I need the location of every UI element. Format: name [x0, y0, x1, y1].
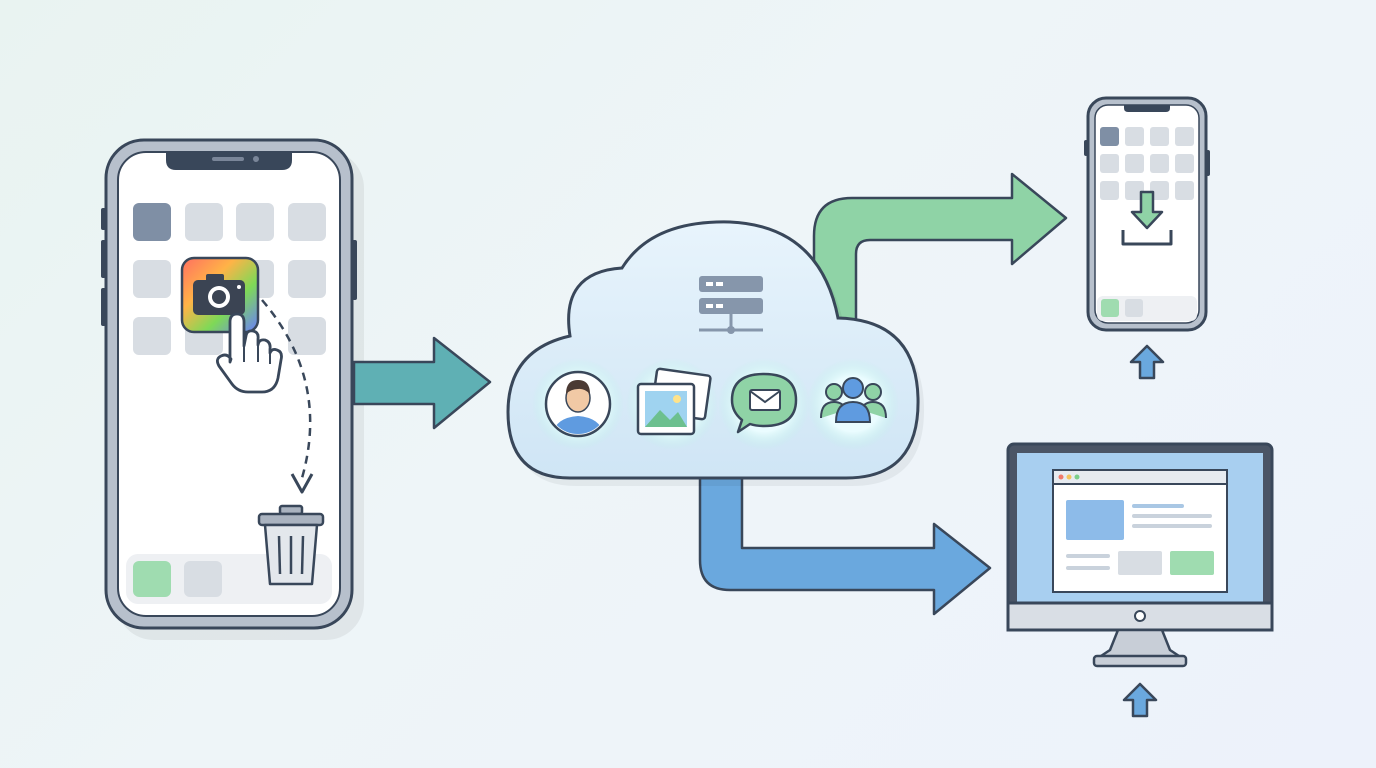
app-tile	[185, 203, 223, 241]
app-tile	[1125, 127, 1144, 146]
up-arrow-icon	[1129, 344, 1165, 380]
camera-app-icon	[180, 256, 260, 334]
app-tile	[1150, 154, 1169, 173]
app-tile	[1150, 127, 1169, 146]
cloud	[506, 220, 925, 487]
app-tile	[288, 317, 326, 355]
content-block	[1170, 551, 1214, 575]
app-tile	[133, 203, 171, 241]
arrow-cloud-to-monitor	[698, 468, 992, 616]
dock-tile	[184, 561, 222, 597]
browser-window	[1052, 469, 1228, 593]
dock-tile	[133, 561, 171, 597]
left-phone	[101, 138, 364, 640]
app-tile	[1175, 154, 1194, 173]
window-maximize-dot	[1074, 474, 1080, 480]
delete-arrowhead	[290, 473, 314, 494]
app-tile	[1150, 181, 1169, 200]
app-tile	[133, 260, 171, 298]
app-tile	[1100, 127, 1119, 146]
up-arrow-icon	[1122, 682, 1158, 718]
photos-icon	[636, 367, 712, 436]
window-close-dot	[1058, 474, 1064, 480]
arrow-cloud-to-phone	[812, 172, 1068, 322]
text-line	[1132, 504, 1184, 508]
app-tile	[1125, 154, 1144, 173]
dock-tile	[1101, 299, 1119, 317]
desktop-monitor	[1006, 442, 1274, 668]
right-phone-button	[1084, 140, 1088, 156]
app-tile	[1100, 154, 1119, 173]
dock-tile	[1125, 299, 1143, 317]
content-block	[1118, 551, 1162, 575]
app-tile	[236, 203, 274, 241]
trash-icon	[257, 504, 325, 586]
right-phone	[1084, 96, 1210, 332]
app-tile	[1175, 181, 1194, 200]
download-icon	[1121, 190, 1173, 246]
arrow-phone-to-cloud	[352, 336, 492, 430]
text-line	[1132, 524, 1212, 528]
hand-tap-icon	[216, 312, 283, 394]
text-line	[1066, 566, 1110, 570]
right-phone-button	[1206, 150, 1210, 176]
monitor-power-dot	[1134, 610, 1146, 622]
right-phone-dock	[1097, 296, 1197, 321]
monitor-base	[1092, 654, 1188, 668]
text-line	[1132, 514, 1212, 518]
app-tile	[133, 317, 171, 355]
app-tile	[288, 203, 326, 241]
left-phone-button	[101, 240, 106, 278]
app-tile	[288, 260, 326, 298]
right-phone-notch	[1124, 105, 1170, 112]
group-icon	[820, 377, 887, 423]
server-icon	[699, 276, 763, 334]
left-phone-button	[101, 208, 106, 230]
message-icon	[730, 372, 798, 434]
left-phone-speaker	[212, 157, 244, 161]
app-tile	[1100, 181, 1119, 200]
person-icon	[544, 370, 612, 438]
window-minimize-dot	[1066, 474, 1072, 480]
app-tile	[1175, 127, 1194, 146]
left-phone-button	[352, 240, 357, 300]
left-phone-button	[101, 288, 106, 326]
monitor-stand	[1096, 628, 1184, 660]
left-phone-camera-dot	[253, 156, 259, 162]
text-line	[1066, 554, 1110, 558]
content-image-block	[1066, 500, 1124, 540]
app-tile	[1125, 181, 1144, 200]
